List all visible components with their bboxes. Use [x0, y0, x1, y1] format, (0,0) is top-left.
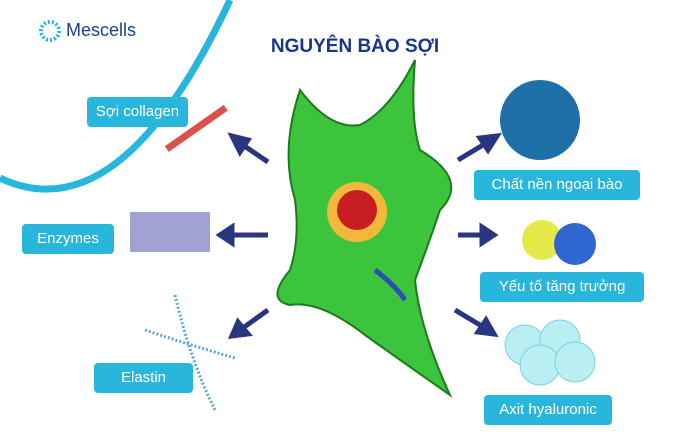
- arrows: [215, 132, 502, 340]
- page-title: NGUYÊN BÀO SỢI: [270, 36, 440, 57]
- logo-icon: [39, 20, 61, 42]
- ecm-image: [500, 80, 580, 160]
- label-elastin: Elastin: [94, 363, 193, 393]
- label-growth-factor: Yếu tố tăng trưởng: [480, 272, 644, 302]
- collagen-image: [164, 104, 228, 152]
- nucleolus: [337, 190, 377, 230]
- decorative-arc: [0, 0, 234, 193]
- brand-logo: Mescells: [66, 20, 137, 40]
- label-hyaluronic: Axit hyaluronic: [484, 395, 612, 425]
- label-ecm: Chất nền ngoại bào: [474, 170, 640, 200]
- golgi: [373, 268, 408, 302]
- label-collagen: Sợi collagen: [87, 97, 188, 127]
- hyaluronic-image: [504, 319, 596, 386]
- growth-factor-image: [522, 220, 562, 260]
- elastin-image: [144, 294, 236, 411]
- label-enzymes: Enzymes: [22, 224, 114, 254]
- enzymes-image: [130, 212, 210, 252]
